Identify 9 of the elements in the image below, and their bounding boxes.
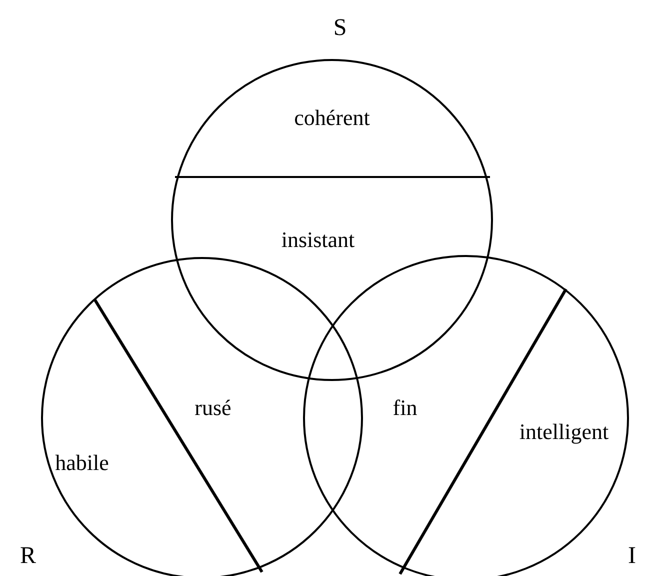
region-label: fin	[392, 397, 418, 419]
set-label: R	[20, 544, 36, 568]
region-label: insistant	[281, 229, 355, 251]
set-label: I	[628, 544, 636, 568]
region-label: habile	[55, 452, 109, 474]
set-label: S	[333, 16, 347, 40]
region-label: cohérent	[294, 107, 370, 129]
region-label: rusé	[194, 397, 232, 419]
region-label: intelligent	[519, 421, 609, 443]
